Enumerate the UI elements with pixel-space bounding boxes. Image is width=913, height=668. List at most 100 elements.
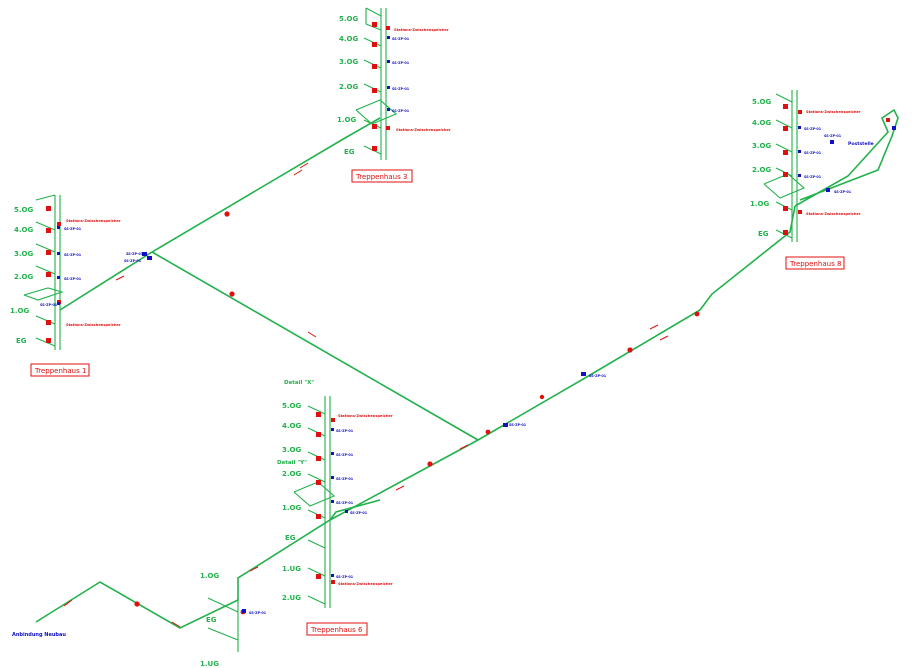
marker-icon (331, 500, 334, 503)
stairwell-6: Detail "X" Detail "Y" 5.OG 4.OG 3.OG 2.O… (277, 380, 393, 636)
flow-arrow (115, 275, 125, 281)
detail-y-label: Detail "Y" (277, 460, 307, 466)
flow-arrow (659, 335, 669, 341)
station-valve-icon (316, 514, 321, 519)
floor-branch (775, 93, 793, 103)
marker-icon (892, 126, 896, 130)
marker-label: SS-ZP-01 (392, 61, 410, 65)
station-valve-icon (886, 118, 890, 122)
flow-arrow (293, 169, 303, 176)
stairwell-8-valves (783, 104, 890, 235)
marker-icon (242, 609, 246, 613)
marker-label: SS-ZP-01 (40, 303, 58, 307)
station-valve-icon (783, 172, 788, 177)
marker-icon (147, 256, 152, 260)
floor-label: 4.OG (752, 119, 771, 127)
station-valve-icon (372, 64, 377, 69)
floor-label: 2.OG (14, 273, 33, 281)
station-valve-icon (372, 22, 377, 27)
marker-label: SS-ZP-01 (804, 151, 822, 155)
flow-arrow (63, 599, 73, 607)
station-valve-icon (46, 228, 51, 233)
pipe-segment-junction (151, 251, 479, 441)
floor-branch (35, 265, 56, 275)
station-valve-icon (783, 206, 788, 211)
floor-label: 3.OG (752, 142, 771, 150)
pipe-segment-poststelle (794, 108, 899, 207)
marker-label: SS-ZP-01 (336, 575, 354, 579)
floor-branch (775, 119, 793, 129)
floor-branch (35, 243, 56, 253)
stairwell-6-title: Treppenhaus 6 (310, 626, 363, 634)
flow-arrows (63, 162, 669, 628)
marker-icon (331, 428, 334, 431)
stairwell-6-valves (316, 412, 335, 584)
poststelle-label: Poststelle (848, 141, 874, 147)
station-valve-icon (46, 320, 51, 325)
anbindung-label: Anbindung Neubau (12, 632, 66, 638)
marker-icon (345, 510, 348, 513)
floor-label: 3.OG (282, 446, 301, 454)
marker-label: SS-ZP-01 (336, 501, 354, 505)
loop-pipe (293, 481, 336, 507)
station-valve-icon (316, 480, 321, 485)
zwischenspeicher-label: Stations-Zwischenspeicher (66, 219, 121, 223)
valve-icon (427, 461, 433, 467)
marker-label: SS-ZP-01 (350, 511, 368, 515)
valve-icon (134, 601, 140, 607)
floor-label: 2.OG (339, 83, 358, 91)
stairwell-6-frame (306, 622, 368, 636)
loop-pipe (355, 99, 398, 125)
marker-label: SS-ZP-01 (336, 429, 354, 433)
marker-label: SS-ZP-01 (804, 127, 822, 131)
floor-label: 1.UG (282, 565, 301, 573)
floor-label: EG (344, 148, 355, 156)
station-valve-icon (46, 272, 51, 277)
floor-label: EG (758, 230, 769, 238)
marker-label: SS-ZP-01 (64, 253, 82, 257)
marker-icon (331, 574, 334, 577)
loop-pipe (23, 287, 64, 301)
floor-branch (307, 473, 326, 483)
stairwell-8: 5.OG 4.OG 3.OG 2.OG 1.OG EG Stations-Zwi… (750, 90, 896, 270)
station-valve-icon (783, 104, 788, 109)
pipe-segment-th6-branch (329, 499, 381, 521)
marker-icon (57, 302, 60, 305)
marker-label: SS-ZP-01 (249, 611, 267, 615)
floor-branch (365, 8, 382, 31)
station-valve-icon (316, 412, 321, 417)
floor-branch (307, 405, 326, 415)
marker-label: SS-ZP-01 (392, 87, 410, 91)
stairwell-1-title: Treppenhaus 1 (34, 367, 86, 375)
station-valve-icon (798, 110, 802, 114)
station-valve-icon (46, 338, 51, 343)
floor-branch (207, 597, 239, 613)
valve-icon (229, 291, 235, 297)
zwischenspeicher-label: Stations-Zwischenspeicher (394, 28, 449, 32)
floor-label: 3.OG (339, 58, 358, 66)
zwischenspeicher-label: Stations-Zwischenspeicher (396, 128, 451, 132)
marker-icon (57, 276, 60, 279)
stairwell-1-markers (57, 226, 60, 305)
marker-label: SS-ZP-01 (804, 175, 822, 179)
floor-label: 1.OG (282, 504, 301, 512)
pipe-segment-anbindung (35, 205, 796, 629)
flow-arrow (395, 485, 405, 491)
floor-label: 2.OG (282, 470, 301, 478)
valve-icon (627, 347, 633, 353)
floor-label: 4.OG (14, 226, 33, 234)
stairwell-8-frame (785, 256, 845, 270)
flow-arrow (171, 621, 181, 628)
loop-pipe (763, 173, 806, 199)
floor-branch (35, 221, 56, 231)
stairwell-3-markers (387, 36, 390, 111)
flow-arrow (307, 331, 317, 338)
station-valve-icon (372, 88, 377, 93)
main-pipe-network: SS-ZP-01 SS-ZP-01 SS-ZP-01 SS-ZP-01 SS-Z… (12, 108, 899, 638)
pipe-valves (134, 211, 700, 615)
zwischenspeicher-label: Stations-Zwischenspeicher (806, 212, 861, 216)
stairwell-1: 5.OG 4.OG 3.OG 2.OG 1.OG EG Stations-Zwi… (10, 194, 121, 377)
station-valve-icon (783, 150, 788, 155)
marker-label: SS-ZP-01 (589, 374, 607, 378)
station-valve-icon (783, 230, 788, 235)
